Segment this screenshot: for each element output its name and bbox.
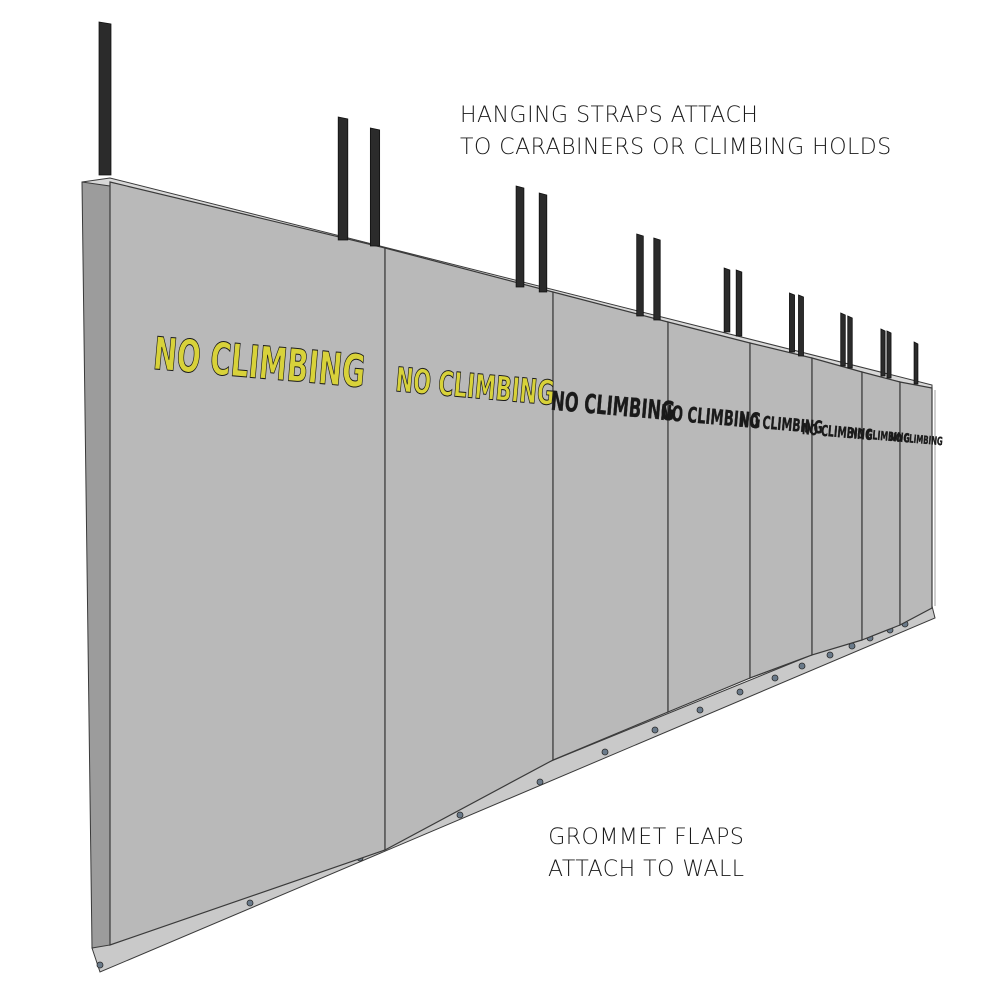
- grommet-icon: [601, 748, 609, 756]
- no-climbing-label: NO CLIMBING: [889, 431, 943, 449]
- no-climbing-label: NO CLIMBING: [850, 427, 910, 446]
- hanging-straps-callout-line-1: HANGING STRAPS ATTACH: [460, 103, 759, 128]
- wall-pad-panel: [384, 247, 554, 852]
- hanging-strap-icon: [847, 315, 853, 369]
- wall-pad-panels: [81, 177, 936, 949]
- hanging-strap-icon: [369, 127, 381, 247]
- wall-pad-panel: [861, 371, 901, 641]
- hanging-straps: [98, 21, 919, 385]
- hanging-strap-icon: [913, 341, 919, 385]
- wall-pad-panel: [749, 342, 813, 679]
- grommet-icon: [798, 662, 806, 670]
- panel-side-edge: [81, 181, 111, 949]
- wall-pad-panel: [667, 321, 751, 713]
- hanging-strap-icon: [653, 237, 661, 321]
- grommet-icon: [826, 651, 834, 659]
- hanging-strap-icon: [538, 192, 548, 293]
- hanging-strap-icon: [735, 269, 743, 337]
- wall-pad-panel: [109, 181, 386, 946]
- hanging-straps-callout: HANGING STRAPS ATTACH TO CARABINERS OR C…: [460, 100, 892, 164]
- grommet-flaps-callout-line-2: ATTACH TO WALL: [548, 857, 745, 882]
- hanging-strap-icon: [840, 312, 846, 367]
- grommet-icon: [696, 706, 704, 714]
- grommet-icon: [736, 688, 744, 696]
- grommet-icon: [651, 726, 659, 734]
- grommet-icon: [771, 674, 779, 682]
- hanging-strap-icon: [798, 294, 804, 357]
- hanging-straps-callout-line-2: TO CARABINERS OR CLIMBING HOLDS: [460, 135, 892, 160]
- grommet-icon: [246, 899, 254, 907]
- hanging-strap-icon: [886, 330, 892, 379]
- grommet-flaps-callout-line-1: GROMMET FLAPS: [548, 825, 745, 850]
- hanging-strap-icon: [789, 292, 795, 353]
- hanging-strap-icon: [337, 116, 349, 241]
- hanging-strap-icon: [636, 233, 644, 317]
- wall-pad-panel: [552, 291, 669, 761]
- grommet-icon: [96, 961, 104, 969]
- wall-pad-panel: [899, 381, 933, 626]
- hanging-strap-icon: [723, 267, 731, 333]
- grommet-icon: [456, 811, 464, 819]
- hanging-strap-icon: [880, 328, 886, 377]
- hanging-strap-icon: [98, 21, 112, 176]
- hanging-strap-icon: [515, 185, 525, 288]
- grommet-flaps-callout: GROMMET FLAPS ATTACH TO WALL: [548, 822, 745, 886]
- wall-pad-panel: [811, 357, 863, 656]
- grommet-flap-strip: [91, 605, 936, 973]
- grommet-icon: [536, 778, 544, 786]
